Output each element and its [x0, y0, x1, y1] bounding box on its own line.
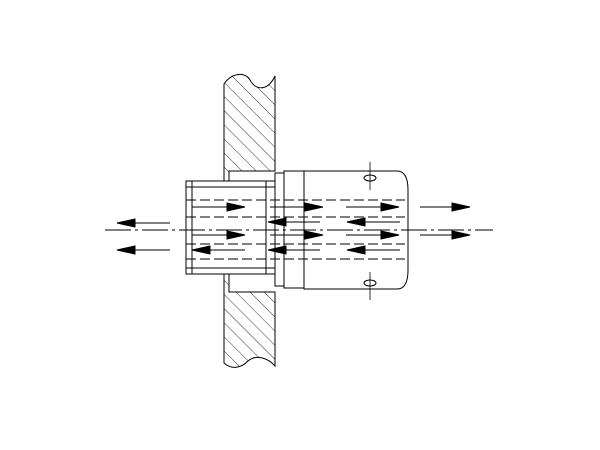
nut-body	[303, 170, 409, 290]
arrow-row2-a	[267, 217, 320, 227]
arrow-row4-c	[346, 245, 400, 255]
arrow-row3-b	[270, 230, 324, 240]
arrow-row3-c	[346, 230, 400, 240]
bore-lines	[186, 199, 405, 260]
arrow-left-outer-bottom	[116, 245, 170, 255]
wall-section	[223, 74, 276, 368]
wall	[223, 74, 276, 368]
nut	[303, 162, 409, 300]
arrow-row1-c	[346, 202, 400, 212]
collar-ring	[283, 170, 305, 289]
collar-flange	[274, 172, 285, 287]
flow-arrows	[116, 202, 471, 255]
arrow-left-outer-top	[116, 218, 170, 228]
arrow-row1-a	[192, 202, 246, 212]
arrow-right-outer-top	[420, 202, 471, 212]
arrow-row3-a	[192, 230, 246, 240]
arrow-row1-b	[270, 202, 324, 212]
threaded-fitting	[185, 180, 276, 275]
fitting-body	[185, 180, 276, 275]
arrow-row2-b	[346, 217, 400, 227]
arrow-row4-b	[267, 245, 320, 255]
arrow-row4-a	[191, 245, 245, 255]
arrow-right-outer-bottom	[420, 230, 471, 240]
collar	[274, 170, 305, 289]
